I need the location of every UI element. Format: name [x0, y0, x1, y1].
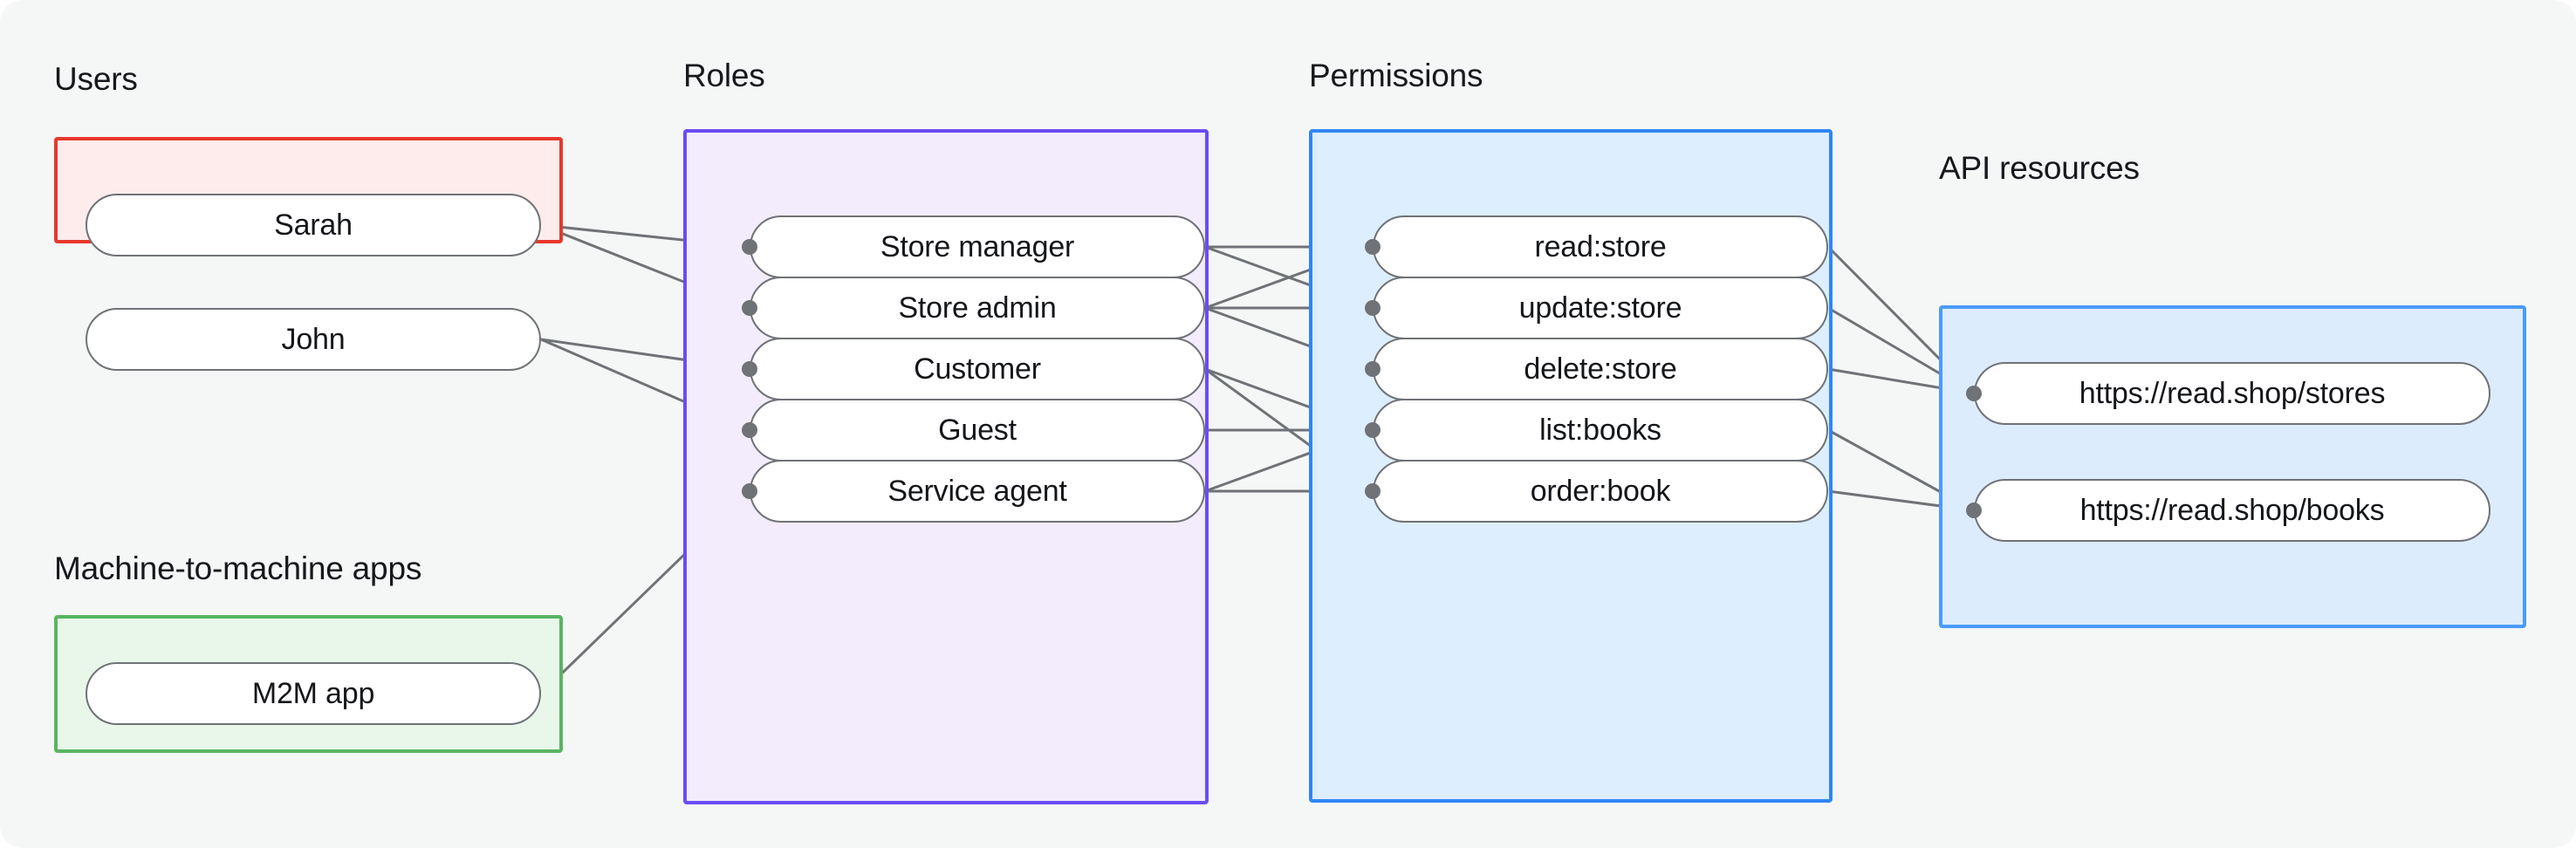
- node-label: order:book: [1530, 474, 1671, 508]
- node-store_admin[interactable]: Store admin: [750, 277, 1205, 339]
- node-store_manager[interactable]: Store manager: [750, 215, 1205, 278]
- node-john[interactable]: John: [86, 308, 541, 371]
- node-service_agent[interactable]: Service agent: [750, 460, 1205, 523]
- node-label: delete:store: [1524, 352, 1677, 386]
- node-res_stores[interactable]: https://read.shop/stores: [1974, 362, 2490, 425]
- node-label: https://read.shop/books: [2079, 493, 2385, 527]
- node-label: Store admin: [898, 291, 1057, 325]
- node-customer[interactable]: Customer: [750, 338, 1205, 400]
- node-label: Customer: [914, 352, 1041, 386]
- node-list_books[interactable]: list:books: [1373, 399, 1828, 462]
- node-label: John: [281, 322, 346, 356]
- group-title-roles: Roles: [683, 58, 765, 93]
- node-label: M2M app: [251, 676, 375, 710]
- node-label: Store manager: [880, 229, 1075, 263]
- group-title-apis: API resources: [1939, 150, 2140, 186]
- node-update_store[interactable]: update:store: [1373, 277, 1828, 339]
- node-label: Service agent: [887, 474, 1067, 508]
- node-label: update:store: [1518, 291, 1682, 325]
- node-guest[interactable]: Guest: [750, 399, 1205, 462]
- group-title-permissions: Permissions: [1309, 58, 1483, 93]
- node-sarah[interactable]: Sarah: [86, 194, 541, 256]
- group-box-apis: [1939, 305, 2526, 628]
- node-label: list:books: [1539, 413, 1661, 447]
- node-label: https://read.shop/stores: [2079, 376, 2386, 410]
- node-delete_store[interactable]: delete:store: [1373, 338, 1828, 400]
- node-order_book[interactable]: order:book: [1373, 460, 1828, 523]
- group-title-users: Users: [54, 61, 138, 97]
- node-res_books[interactable]: https://read.shop/books: [1974, 479, 2490, 542]
- node-read_store[interactable]: read:store: [1373, 215, 1828, 278]
- node-m2m_app[interactable]: M2M app: [86, 662, 541, 725]
- group-title-m2m: Machine-to-machine apps: [54, 551, 422, 586]
- node-label: Guest: [938, 413, 1017, 447]
- node-label: read:store: [1534, 229, 1667, 263]
- node-label: Sarah: [274, 208, 353, 242]
